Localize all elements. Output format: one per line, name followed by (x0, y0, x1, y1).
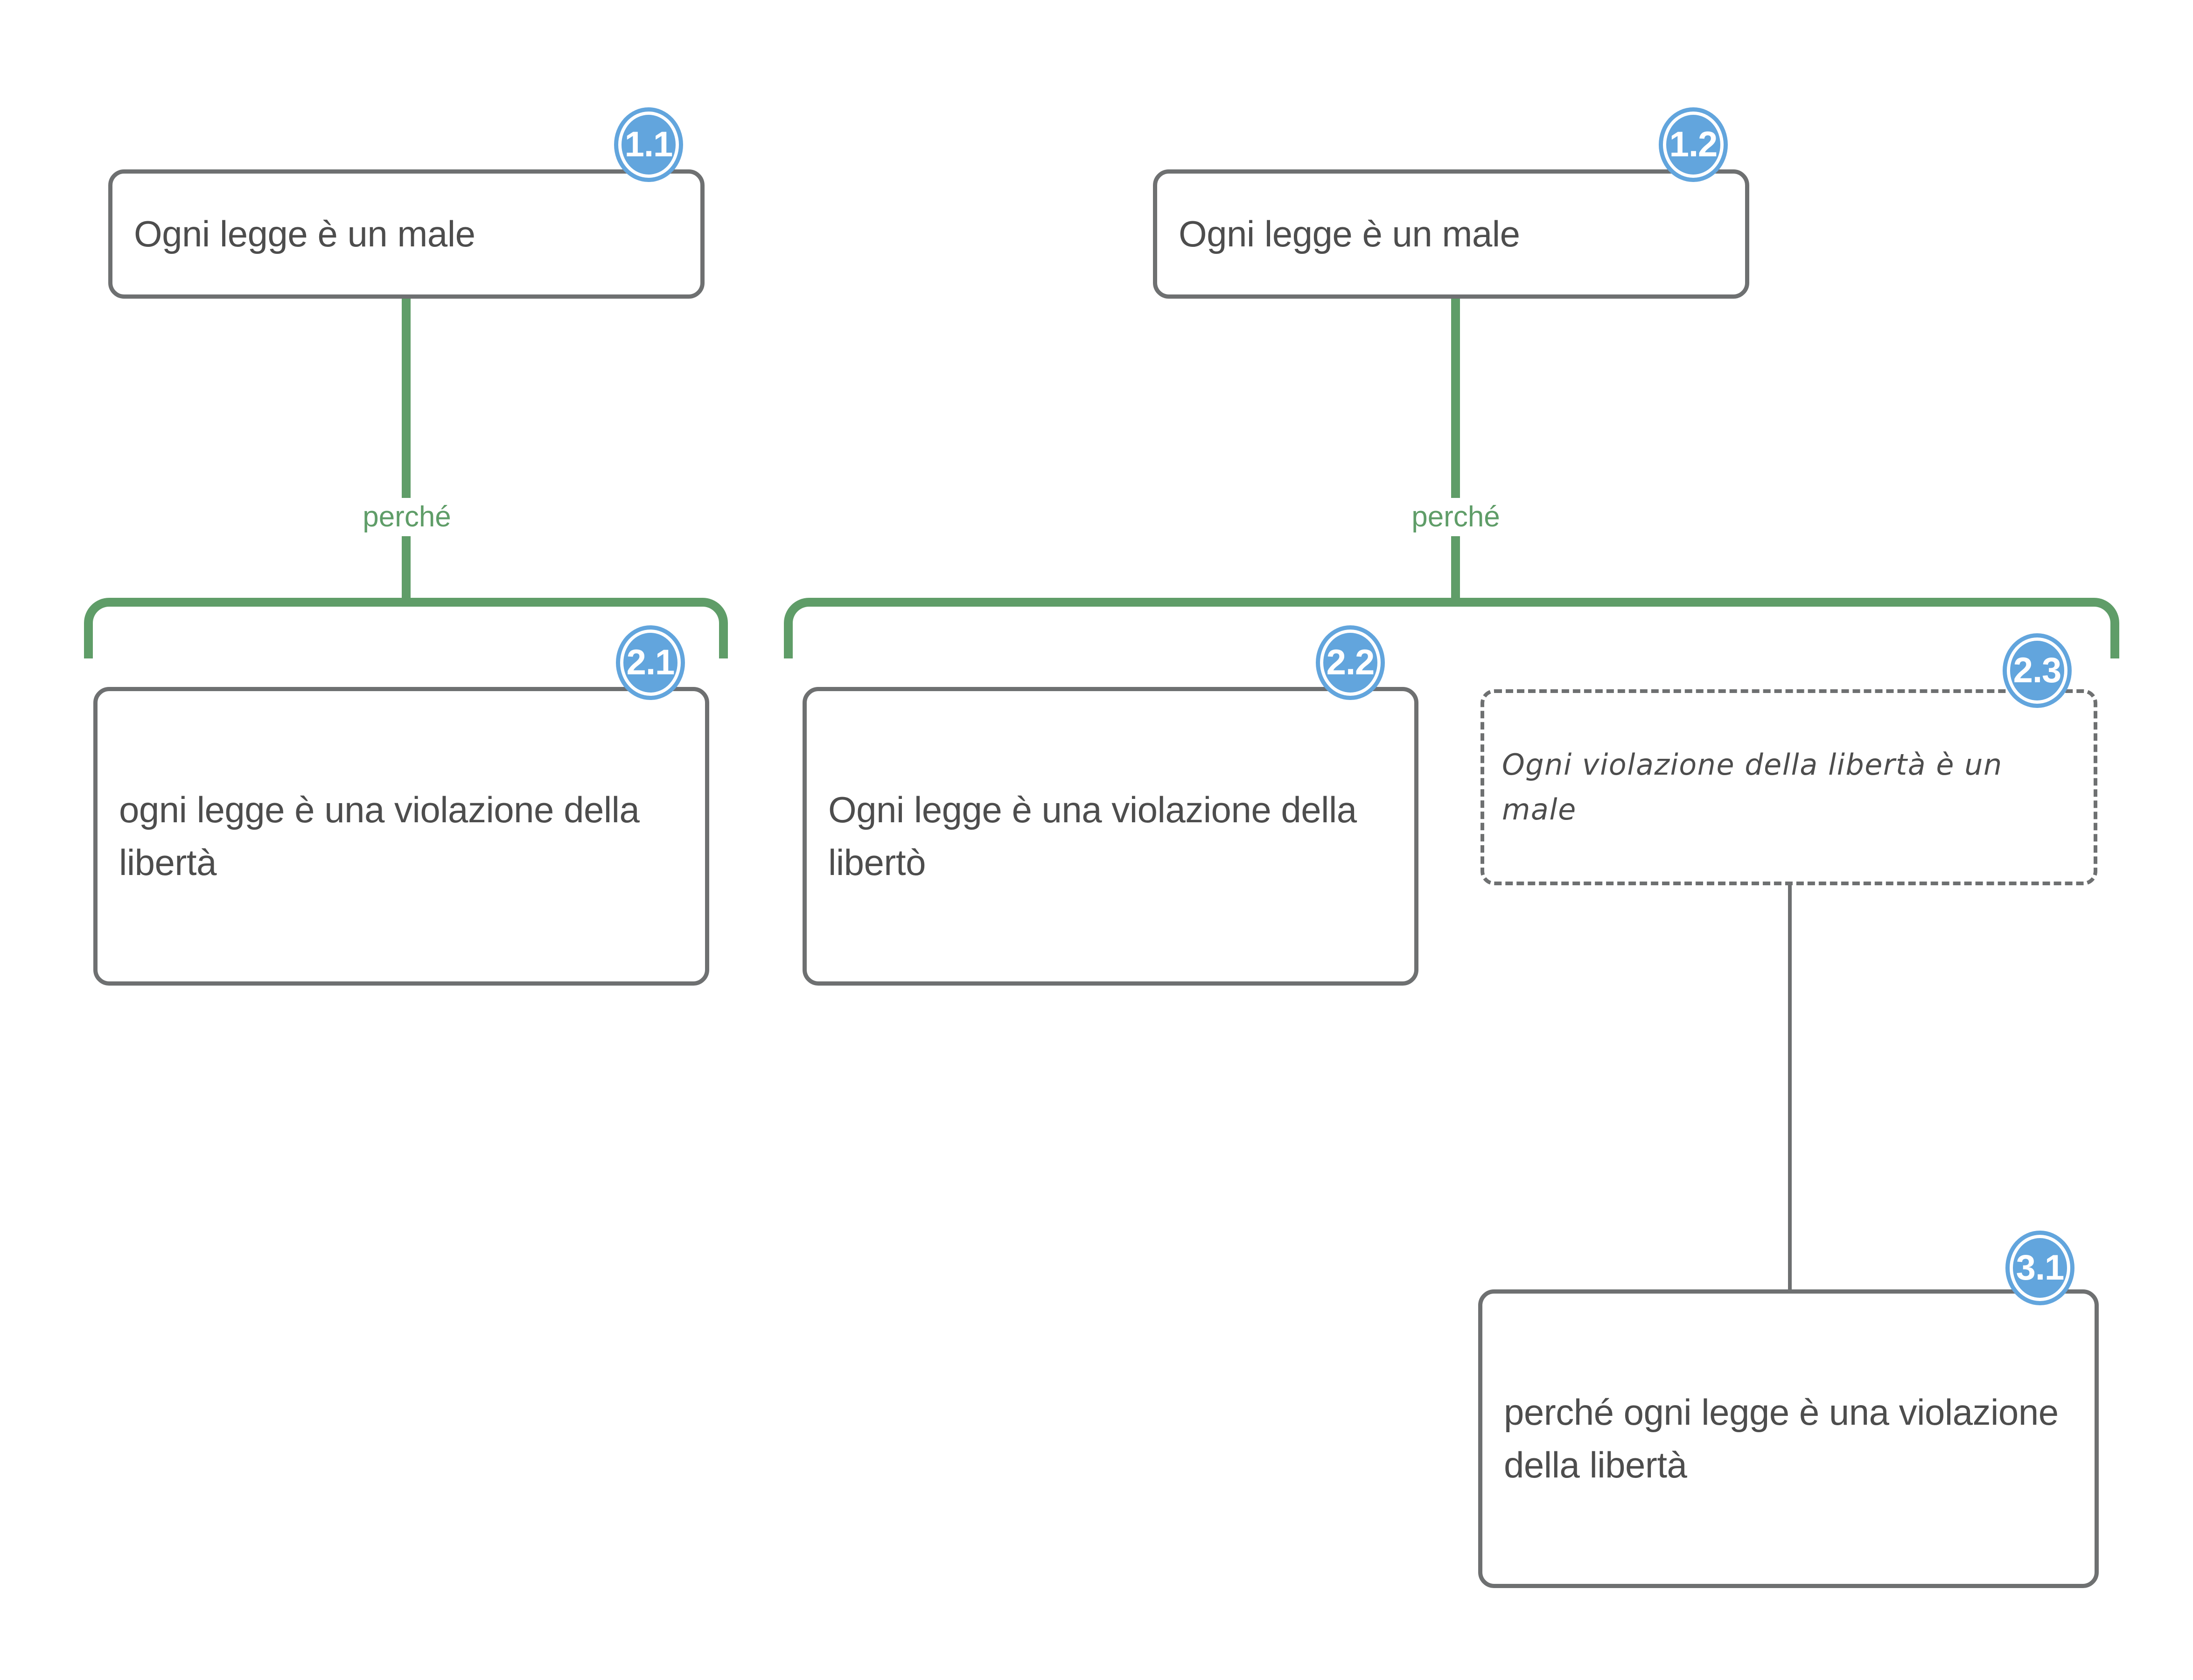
badge-label-1-2: 1.2 (1669, 125, 1718, 164)
badge-label-2-3: 2.3 (2013, 651, 2062, 690)
claim-text-2-2: Ogni legge è una violazione della libert… (828, 789, 1357, 883)
badge-1-1[interactable]: 1.1 (614, 107, 683, 182)
badge-2-3[interactable]: 2.3 (2003, 633, 2072, 708)
connector-bracket-left (84, 598, 728, 658)
connector-vertical-left-top (402, 299, 411, 607)
claim-text-2-3: Ogni violazione della libertà è un male (1502, 747, 2003, 826)
claim-box-1-1[interactable]: Ogni legge è un male (108, 169, 705, 299)
claim-box-2-2[interactable]: Ogni legge è una violazione della libert… (803, 687, 1418, 986)
badge-1-2[interactable]: 1.2 (1659, 107, 1728, 182)
badge-label-3-1: 3.1 (2016, 1248, 2065, 1288)
badge-2-1[interactable]: 2.1 (616, 625, 685, 700)
claim-box-2-1[interactable]: ogni legge è una violazione della libert… (93, 687, 709, 986)
connector-bracket-right (784, 598, 2119, 658)
claim-box-3-1[interactable]: perché ogni legge è una violazione della… (1478, 1289, 2099, 1588)
claim-box-2-3[interactable]: Ogni violazione della libertà è un male (1481, 689, 2097, 885)
claim-text-2-1: ogni legge è una violazione della libert… (119, 789, 640, 883)
claim-text-1-2: Ogni legge è un male (1179, 213, 1520, 254)
connector-vertical-2-3-to-3-1 (1788, 885, 1792, 1291)
badge-3-1[interactable]: 3.1 (2005, 1231, 2074, 1305)
edge-label-perche-right: perché (1401, 498, 1510, 536)
claim-text-1-1: Ogni legge è un male (134, 213, 475, 254)
badge-label-1-1: 1.1 (624, 125, 673, 164)
claim-box-1-2[interactable]: Ogni legge è un male (1153, 169, 1749, 299)
claim-text-3-1: perché ogni legge è una violazione della… (1504, 1391, 2059, 1485)
connector-vertical-right-top (1451, 299, 1460, 607)
edge-label-perche-left: perché (352, 498, 461, 536)
badge-2-2[interactable]: 2.2 (1316, 625, 1385, 700)
badge-label-2-1: 2.1 (626, 643, 675, 682)
badge-label-2-2: 2.2 (1326, 643, 1375, 682)
